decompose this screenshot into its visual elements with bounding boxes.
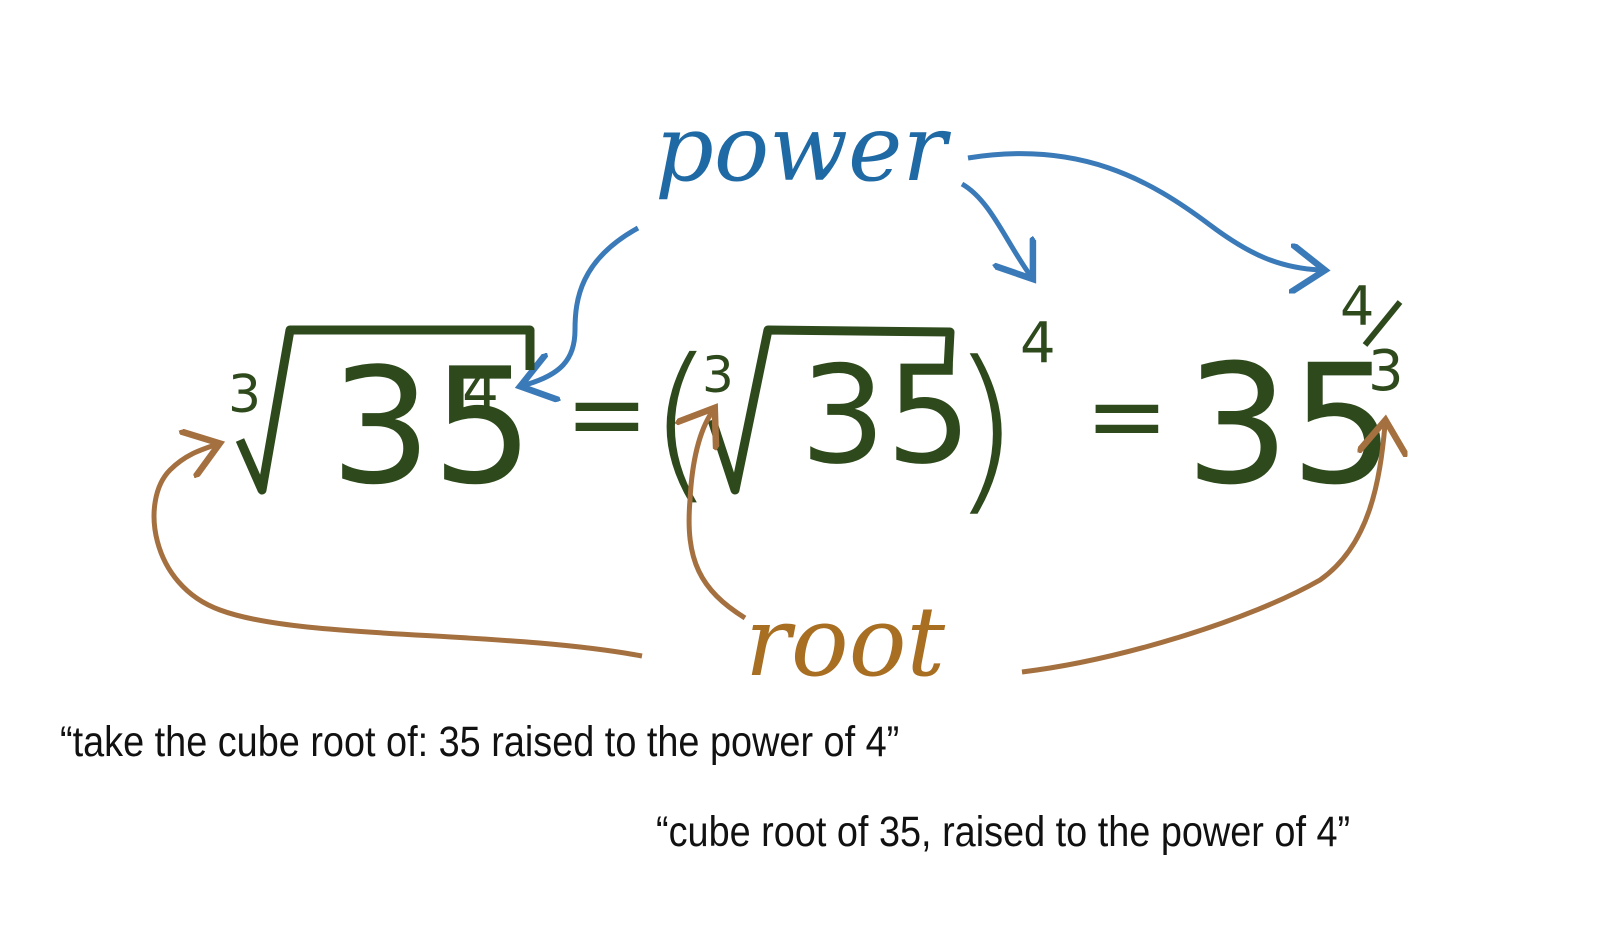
root-arrow-left: [151, 445, 643, 659]
quote-first: “take the cube root of: 35 raised to the…: [60, 718, 900, 766]
fraction-numerator: 4: [1340, 275, 1374, 338]
equals-sign-1: =: [565, 355, 649, 472]
fraction-denominator: 3: [1368, 339, 1404, 404]
result-base: 35: [1185, 329, 1395, 521]
close-paren: ): [950, 324, 1020, 533]
root-arrow-right: [1021, 425, 1385, 675]
power-arrow-left: [525, 225, 640, 385]
radical-sign-left: [235, 325, 535, 495]
radical-sign-middle: [707, 325, 955, 495]
fraction-slash: [1362, 300, 1403, 347]
outer-exponent: 4: [1020, 311, 1056, 376]
middle-base: 35: [800, 337, 972, 494]
equation: 3 35 4 = ( 3 35 ) 4 = 35 4 3: [228, 275, 1404, 533]
radicand-exponent: 4: [462, 356, 499, 424]
root-index-2: 3: [702, 346, 734, 404]
root-arrow-middle: [689, 412, 747, 621]
equals-sign-2: =: [1085, 357, 1169, 474]
root-index: 3: [228, 365, 261, 425]
power-label: power: [655, 95, 951, 202]
quote-second: “cube root of 35, raised to the power of…: [656, 808, 1351, 856]
root-label: root: [745, 586, 945, 698]
power-arrow-right: [967, 151, 1320, 270]
power-arrow-middle: [960, 181, 1030, 275]
radicand-base: 35: [330, 333, 534, 520]
